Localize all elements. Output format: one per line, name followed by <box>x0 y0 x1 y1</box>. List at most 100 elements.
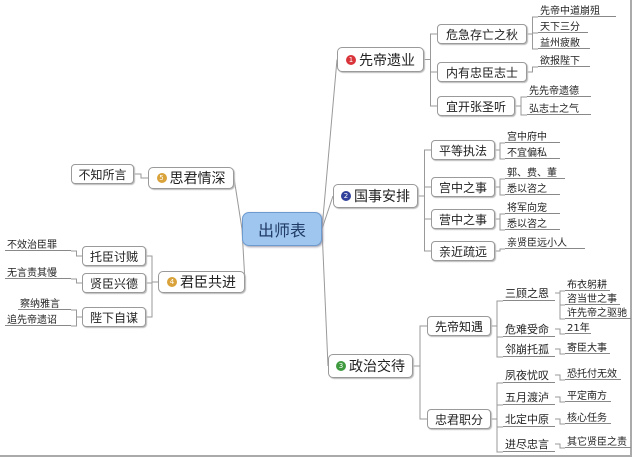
connector-line <box>146 281 158 318</box>
leaf-node[interactable]: 先先帝遗德 <box>527 82 591 97</box>
topic-node[interactable]: 内有忠臣志士 <box>437 62 527 82</box>
topic-node[interactable]: 陛下自谋 <box>82 307 146 327</box>
connector-line <box>515 105 527 116</box>
number-5-icon: 5 <box>156 173 167 183</box>
leaf-node[interactable]: 悉以咨之 <box>505 215 560 230</box>
connector-line <box>424 59 437 107</box>
connector-line <box>424 33 437 60</box>
leaf-node[interactable]: 许先帝之驱驰 <box>565 305 631 319</box>
topic-node[interactable]: 宜开张圣听 <box>437 96 515 116</box>
number-4-icon: 4 <box>167 277 177 287</box>
leaf-node[interactable]: 弘志士之气 <box>527 100 591 115</box>
connector-line <box>418 186 431 197</box>
connector-line <box>146 255 158 283</box>
leaf-node[interactable]: 核心任务 <box>565 410 611 424</box>
connector-line <box>71 278 82 284</box>
leaf-node[interactable]: 21年 <box>565 320 591 334</box>
branch-label: 国事安排 <box>354 189 410 205</box>
connector-line <box>555 418 565 425</box>
leaf-node[interactable]: 察纳雅言 <box>18 295 71 310</box>
connector-line <box>555 443 565 449</box>
subtopic-node[interactable]: 危难受命 <box>503 321 555 337</box>
connector-line <box>413 325 427 367</box>
connector-line <box>555 374 565 381</box>
connector-line <box>555 348 565 355</box>
leaf-node[interactable]: 恐托付无效 <box>565 366 621 380</box>
connector-line <box>555 292 565 320</box>
topic-node[interactable]: 托臣讨贼 <box>82 246 146 266</box>
connector-line <box>134 173 148 179</box>
topic-node[interactable]: 营中之事 <box>431 209 495 229</box>
number-1-icon: 1 <box>346 54 356 65</box>
frame-border <box>0 0 632 457</box>
leaf-node[interactable]: 咨当世之事 <box>565 291 620 305</box>
subtopic-node[interactable]: 北定中原 <box>503 411 555 427</box>
connector-line <box>495 186 505 196</box>
connector-line <box>555 396 565 403</box>
leaf-node[interactable]: 将军向宠 <box>505 199 560 214</box>
topic-node[interactable]: 贤臣兴德 <box>82 273 146 293</box>
subtopic-node[interactable]: 夙夜忧叹 <box>503 367 555 383</box>
topic-node[interactable]: 亲近疏远 <box>431 241 495 261</box>
connector-line <box>71 250 82 257</box>
connector-line <box>321 59 338 230</box>
topic-node[interactable]: 不知所言 <box>71 164 134 184</box>
leaf-node[interactable]: 布衣躬耕 <box>565 277 610 291</box>
leaf-node[interactable]: 其它贤臣之责 <box>565 434 631 448</box>
connector-line <box>495 248 505 252</box>
connector-line <box>495 178 505 188</box>
leaf-node[interactable]: 欲报陛下 <box>538 52 590 67</box>
leaf-node[interactable]: 亲贤臣远小人 <box>505 234 585 249</box>
leaf-node[interactable]: 不宜偏私 <box>505 144 560 159</box>
topic-node[interactable]: 平等执法 <box>431 140 495 160</box>
number-3-icon: 3 <box>336 361 346 371</box>
subtopic-node[interactable]: 五月渡泸 <box>503 389 555 405</box>
central-topic[interactable]: 出师表 <box>242 212 322 246</box>
topic-node[interactable]: 宫中之事 <box>431 177 495 197</box>
connector-line <box>495 213 505 220</box>
leaf-node[interactable]: 郭、费、董 <box>505 164 565 179</box>
connector-line <box>555 328 565 335</box>
branch-label: 先帝遗业 <box>359 52 415 69</box>
connector-line <box>71 316 82 327</box>
connector-line <box>527 33 538 50</box>
leaf-node[interactable]: 平定南方 <box>565 388 611 402</box>
leaf-node[interactable]: 先帝中道崩殂 <box>538 2 616 17</box>
connector-line <box>515 96 527 107</box>
leaf-node[interactable]: 悉以咨之 <box>505 180 560 195</box>
leaf-node[interactable]: 不效治臣罪 <box>5 236 71 251</box>
subtopic-node[interactable]: 邻崩托孤 <box>503 341 555 357</box>
topic-node[interactable]: 忠君职分 <box>427 409 491 429</box>
connector-line <box>495 218 505 231</box>
leaf-node[interactable]: 寄臣大事 <box>565 340 610 354</box>
branch-label: 政治交待 <box>349 359 405 375</box>
number-2-icon: 2 <box>341 191 351 201</box>
connector-line <box>233 177 243 230</box>
leaf-node[interactable]: 无言责其慢 <box>5 264 71 279</box>
connector-line <box>321 228 329 367</box>
connector-line <box>527 16 538 35</box>
connector-line <box>418 195 431 252</box>
leaf-node[interactable]: 追先帝遗诏 <box>5 311 71 326</box>
connector-line <box>491 418 503 453</box>
connector-line <box>491 325 503 358</box>
leaf-node[interactable]: 天下三分 <box>538 18 588 33</box>
subtopic-node[interactable]: 进尽忠言 <box>503 436 555 452</box>
connector-line <box>71 309 82 318</box>
leaf-node[interactable]: 宫中府中 <box>505 128 560 143</box>
leaf-node[interactable]: 益州疲敝 <box>538 34 590 49</box>
topic-node[interactable]: 先帝知遇 <box>427 316 491 336</box>
connector-line <box>321 195 334 230</box>
topic-node[interactable]: 危急存亡之秋 <box>437 24 527 44</box>
subtopic-node[interactable]: 三顾之恩 <box>503 285 555 301</box>
connector-line <box>491 300 503 327</box>
connector-line <box>495 142 505 151</box>
connector-line <box>491 404 503 420</box>
